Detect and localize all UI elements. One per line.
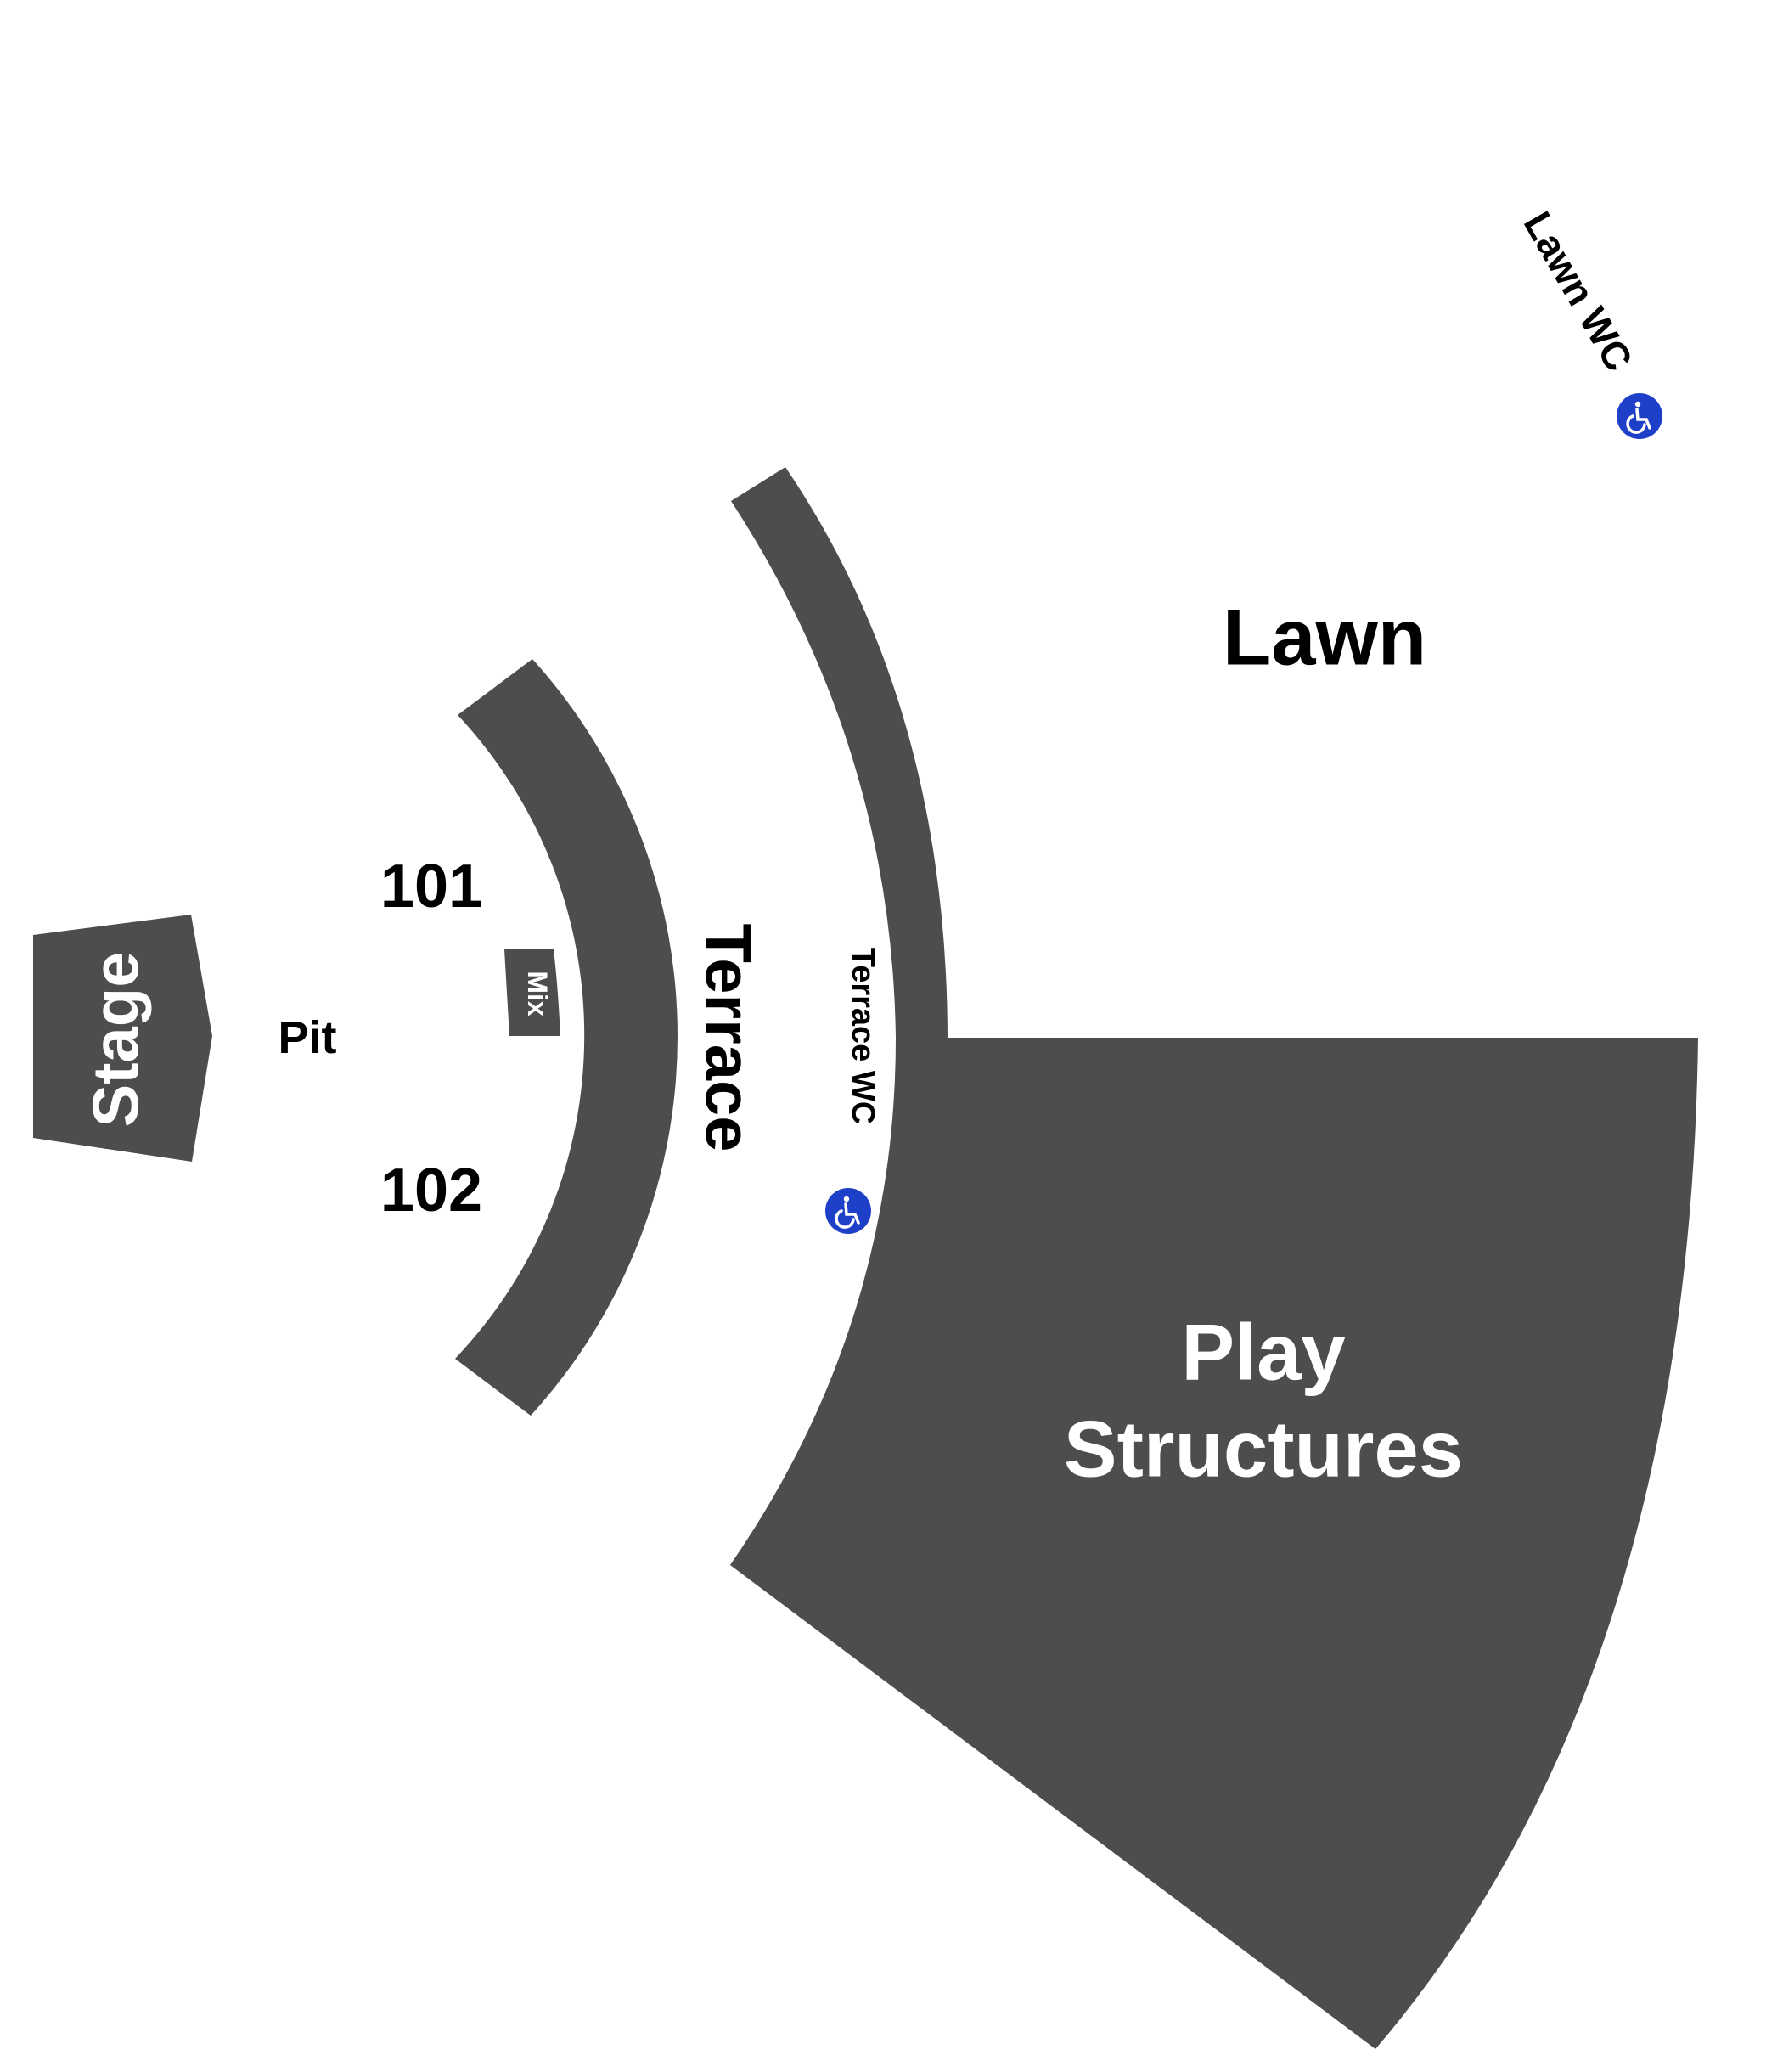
lawn-wc-label[interactable]: Lawn WC — [1516, 204, 1642, 378]
mix-position[interactable]: Mix — [504, 949, 560, 1036]
play-structures-label-line1: Play — [1181, 1308, 1345, 1397]
mix-label: Mix — [522, 971, 553, 1016]
play-structures-section[interactable] — [730, 1038, 1698, 2049]
wheelchair-glyph — [1626, 401, 1651, 434]
wheelchair-glyph — [835, 1196, 860, 1229]
terrace-label[interactable]: Terrace — [692, 923, 764, 1151]
terrace-back-and-play-structures[interactable] — [730, 467, 1698, 2049]
terrace-wc-label[interactable]: Terrace WC — [845, 948, 880, 1124]
play-structures-label-line2: Structures — [1064, 1405, 1463, 1494]
stage[interactable]: Stage — [33, 915, 212, 1162]
stage-label: Stage — [81, 952, 153, 1128]
lawn-label[interactable]: Lawn — [1223, 593, 1426, 682]
stage-shape[interactable] — [33, 915, 212, 1162]
pit-label[interactable]: Pit — [278, 1012, 336, 1063]
inner-arc-section[interactable] — [455, 659, 678, 1416]
terrace-back-band[interactable] — [731, 467, 948, 1038]
mix-box[interactable] — [504, 949, 560, 1036]
wheelchair-accessible-icon[interactable] — [1617, 393, 1662, 439]
section-102-label[interactable]: 102 — [380, 1157, 482, 1225]
wheelchair-accessible-icon[interactable] — [825, 1188, 871, 1234]
section-101-102[interactable] — [455, 659, 678, 1416]
section-101-label[interactable]: 101 — [380, 853, 482, 921]
